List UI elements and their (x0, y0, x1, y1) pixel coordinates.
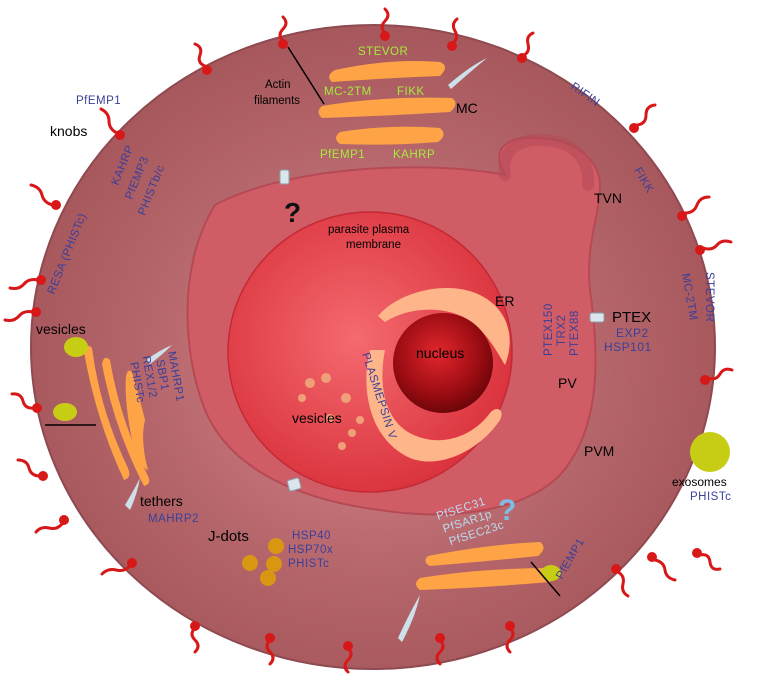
label-er: ER (495, 293, 514, 309)
tether-top (448, 58, 487, 89)
label-filaments: filaments (254, 95, 300, 107)
label-ppm-line2: membrane (346, 239, 401, 251)
label-pfemp1-knob: PfEMP1 (76, 95, 121, 107)
label-vesicles-left: vesicles (36, 321, 86, 337)
tether-left-bottom (125, 478, 140, 510)
j-dots (242, 538, 284, 586)
label-vesicles-inner: vesicles (292, 410, 342, 426)
maurers-clefts-bottom (416, 542, 556, 590)
ptex-pores (279, 169, 605, 492)
label-tethers: tethers (140, 493, 183, 509)
tether-bottom (398, 595, 420, 642)
exosome (690, 432, 730, 472)
vesicle-bottom (541, 565, 561, 581)
knob-group (3, 7, 734, 674)
label-hsp101: HSP101 (604, 340, 652, 354)
label-question-dark: ? (284, 197, 301, 228)
label-ppm-line1: parasite plasma (328, 224, 410, 236)
label-mc: MC (456, 100, 478, 116)
label-pvm: PVM (584, 443, 614, 459)
actin-filament-top (287, 46, 325, 105)
label-trx2: TRX2 (556, 315, 568, 346)
label-exp2: EXP2 (616, 326, 649, 340)
label-ptex88: PTEX88 (569, 310, 581, 356)
label-mahrp2: MAHRP2 (148, 513, 199, 525)
label-stevor: STEVOR (703, 272, 715, 322)
tvn-tubule (498, 133, 595, 191)
label-phistc-exo: PHISTc (690, 491, 731, 503)
label-question-blue: ? (498, 494, 516, 527)
label-ptex150: PTEX150 (543, 303, 555, 356)
label-sbp1: SBP1 (153, 359, 170, 392)
maurers-clefts-left (84, 345, 150, 486)
label-phistc-jdots: PHISTc (288, 558, 329, 570)
label-pv: PV (558, 375, 577, 391)
label-mc2tm-mc: MC-2TM (324, 86, 372, 98)
label-jdots: J-dots (208, 528, 249, 545)
label-hsp40: HSP40 (292, 530, 331, 542)
label-kahrp-mc: KAHRP (393, 149, 435, 161)
knob-heads (31, 31, 710, 651)
actin-filament-bottom (530, 561, 561, 597)
vesicle-left-bottom (53, 403, 77, 421)
label-actin: Actin (265, 79, 291, 91)
label-fikk-mc: FIKK (397, 86, 425, 98)
nucleus-shape (393, 313, 493, 413)
tether-left-top (146, 345, 172, 364)
label-ptex: PTEX (612, 309, 651, 326)
label-pfemp1-mc: PfEMP1 (320, 149, 365, 161)
inner-vesicles (298, 373, 364, 450)
vesicle-left-top (64, 337, 88, 357)
label-stevor-mc: STEVOR (358, 46, 408, 58)
label-tvn: TVN (594, 190, 622, 206)
label-exosomes: exosomes (672, 475, 727, 489)
label-hsp70x: HSP70x (288, 544, 333, 556)
label-knobs: knobs (50, 123, 87, 139)
maurers-clefts-top (318, 61, 456, 145)
endoplasmic-reticulum (378, 287, 510, 365)
label-nucleus: nucleus (416, 345, 464, 361)
endoplasmic-reticulum-lower (366, 350, 502, 462)
